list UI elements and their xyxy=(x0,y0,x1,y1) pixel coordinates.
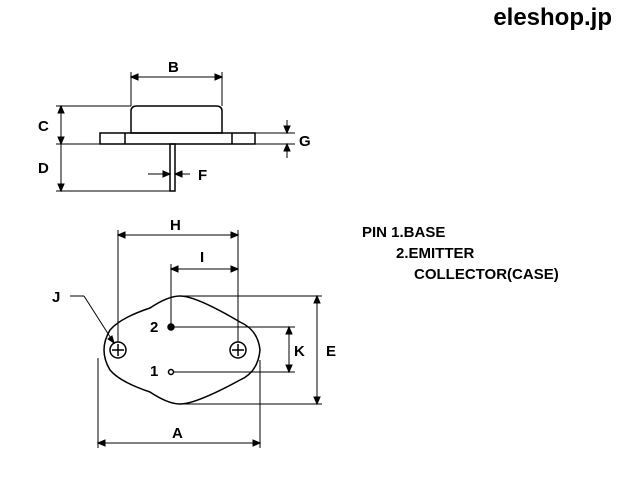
dim-a xyxy=(96,358,262,448)
dim-g xyxy=(255,120,295,158)
dim-i xyxy=(169,264,240,342)
pin-legend: PIN 1.BASE 2.EMITTER COLLECTOR(CASE) xyxy=(362,222,559,285)
side-view-body xyxy=(130,105,223,134)
dim-k xyxy=(174,325,295,374)
dim-c xyxy=(56,104,131,146)
dim-f xyxy=(148,170,190,178)
pin-legend-line-3: COLLECTOR(CASE) xyxy=(414,266,559,283)
dim-e xyxy=(180,294,322,406)
label-b: B xyxy=(168,59,179,76)
label-a: A xyxy=(172,425,183,442)
pin-2-dot xyxy=(167,323,175,331)
top-view xyxy=(103,295,261,405)
label-h: H xyxy=(170,217,181,234)
side-view-lead xyxy=(169,143,176,192)
pin-2-number: 2 xyxy=(150,319,158,336)
side-view-flange xyxy=(99,132,256,145)
label-j: J xyxy=(52,289,60,306)
pin-1-number: 1 xyxy=(150,363,158,380)
dim-b xyxy=(129,72,224,106)
pin-legend-line-2: 2.EMITTER xyxy=(396,245,475,262)
case-outline xyxy=(103,295,261,405)
dim-h xyxy=(116,230,240,342)
label-f: F xyxy=(198,167,207,184)
dim-j-leader xyxy=(70,295,115,345)
label-i: I xyxy=(200,249,204,266)
brand-label: eleshop.jp xyxy=(493,4,612,31)
label-d: D xyxy=(38,160,49,177)
label-k: K xyxy=(294,343,305,360)
label-g: G xyxy=(299,133,311,150)
label-c: C xyxy=(38,118,49,135)
pin-legend-line-1: PIN 1.BASE xyxy=(362,224,446,241)
label-e: E xyxy=(326,343,336,360)
pin-1-dot xyxy=(167,368,175,376)
dim-d xyxy=(56,144,170,193)
side-view xyxy=(99,105,256,192)
